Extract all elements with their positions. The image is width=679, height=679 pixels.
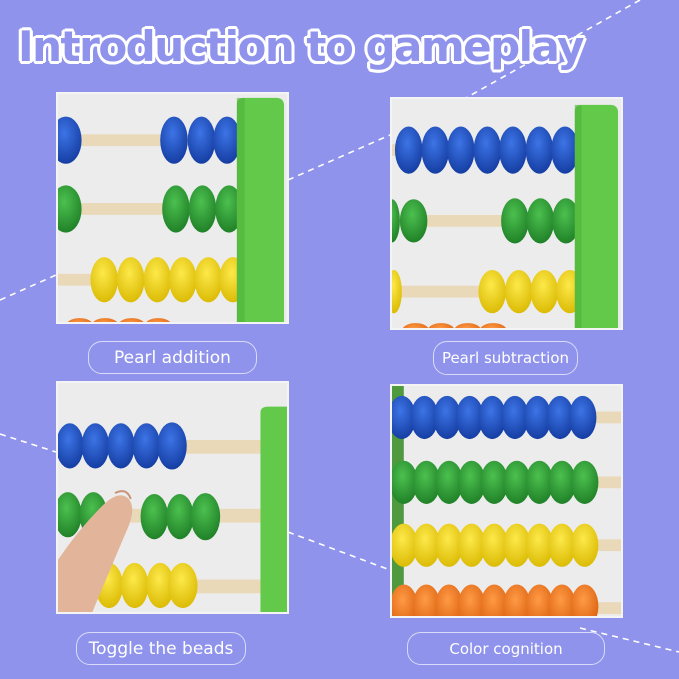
panel-pearl-subtraction <box>390 97 623 330</box>
abacus-photo-subtraction <box>392 99 621 328</box>
abacus-photo-color-cognition <box>392 386 621 616</box>
label-color-cognition: Color cognition <box>407 632 605 665</box>
abacus-photo-toggle <box>58 383 287 612</box>
panel-color-cognition <box>390 384 623 618</box>
panel-toggle-the-beads <box>56 381 289 614</box>
label-pearl-subtraction: Pearl subtraction <box>433 341 578 375</box>
label-pearl-addition: Pearl addition <box>88 341 257 374</box>
label-toggle-the-beads: Toggle the beads <box>76 632 246 665</box>
page-title: Introduction to gameplay <box>18 22 584 71</box>
abacus-photo-addition <box>58 94 287 322</box>
panel-pearl-addition <box>56 92 289 324</box>
